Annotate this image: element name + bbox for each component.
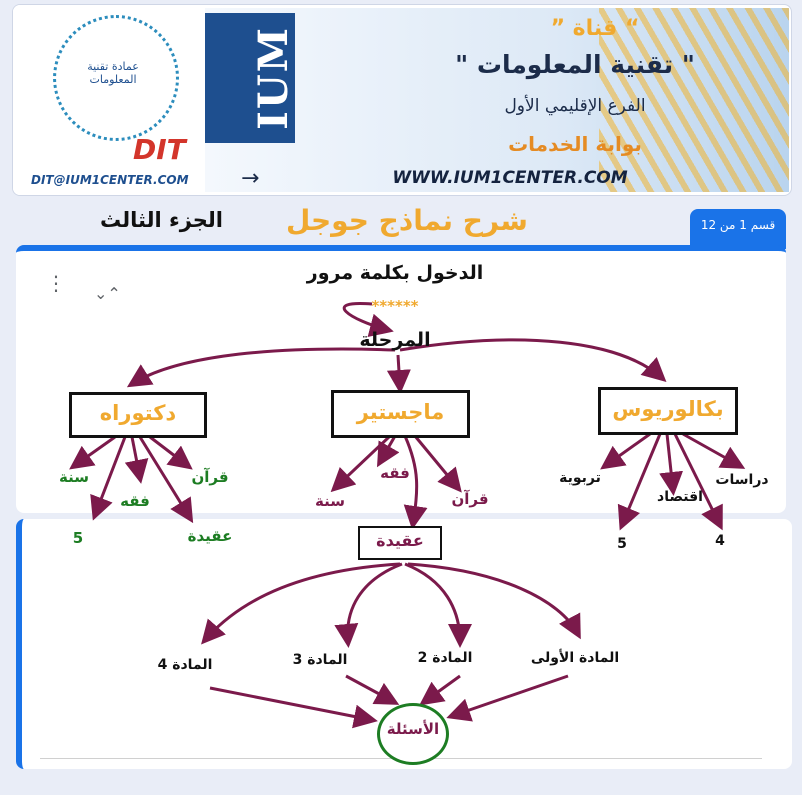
arrow-mas-fiqh	[377, 435, 400, 468]
banner-logo-panel: عمادة تقنية المعلومات DIT DIT@IUM1CENTER…	[13, 5, 205, 195]
bachelor-box	[598, 387, 738, 435]
arrow-doc-fiqh	[90, 436, 127, 521]
master-fiqh: فقه	[380, 464, 410, 482]
arrow-bac-tarbawiya	[600, 432, 651, 470]
subject-1: المادة الأولى	[530, 650, 620, 666]
website-url: WWW.IUM1CENTER.COM	[392, 168, 628, 188]
questions-node: الأسئلة	[386, 720, 440, 738]
bac-count-4: 4	[715, 533, 725, 549]
branch-label: الفرع الإقليمي الأول	[504, 96, 646, 116]
arrow-doc-sunna	[69, 435, 116, 470]
arrow-doc-aqeeda	[138, 436, 194, 524]
arrow-bac-count5	[617, 433, 662, 531]
arrow-password-stage	[342, 301, 394, 338]
arrow-right-icon: →	[241, 166, 260, 191]
arrow-aqeeda-s1	[407, 562, 581, 640]
arrow-mas-quran	[413, 435, 462, 493]
stage-node: المرحلة	[359, 329, 431, 351]
channel-name: " تقنية المعلومات "	[455, 50, 695, 79]
section-label: قسم 1 من 12	[700, 218, 776, 232]
master-quran: قرآن	[451, 490, 489, 508]
arrow-s4-q	[209, 686, 378, 729]
subject-3: المادة 3	[292, 652, 348, 668]
banner-info-panel: IUM “ قناة ” " تقنية المعلومات " الفرع ا…	[205, 8, 789, 192]
doc-fiqh: فقه	[120, 492, 150, 510]
arrow-s2-q	[419, 674, 461, 706]
banner-decoration	[599, 8, 789, 192]
master-sunna: سنة	[315, 492, 345, 510]
arrow-aqeeda-s3	[334, 562, 403, 648]
bac-dirasat: دراسات	[715, 472, 769, 488]
arrow-bac-dirasat	[682, 432, 746, 469]
arrow-aqeeda-s4	[201, 562, 401, 645]
ium-logo-block	[205, 13, 295, 143]
aqeeda-box	[358, 526, 442, 560]
arrow-mas-aqeeda	[403, 435, 428, 530]
master-box	[331, 390, 470, 438]
arrow-s1-q	[446, 674, 569, 722]
bachelor-label: بكالوريوس	[612, 397, 724, 421]
doc-aqeeda: عقيدة	[187, 527, 233, 545]
portal-label: بوابة الخدمات	[508, 132, 642, 156]
arrow-bac-count4	[673, 433, 723, 531]
logo-circle	[53, 15, 179, 141]
bac-count-5: 5	[617, 536, 627, 552]
doc-sunna: سنة	[59, 468, 89, 486]
part-label: الجزء الثالث	[100, 208, 223, 232]
arrow-doc-quran	[149, 435, 193, 470]
subject-4: المادة 4	[157, 657, 213, 673]
banner-email: DIT@IUM1CENTER.COM	[31, 173, 189, 187]
dit-logo: DIT	[133, 133, 186, 166]
page-title: شرح نماذج جوجل	[286, 204, 528, 237]
arrow-doc-fiqh2	[124, 436, 149, 484]
password-node: ******	[371, 297, 419, 315]
doc-count: 5	[72, 529, 84, 547]
arrow-stage-master	[386, 354, 411, 394]
doc-quran: قرآن	[191, 468, 229, 486]
collapse-icon[interactable]: ⌄⌃	[94, 284, 121, 303]
arrow-stage-doctorate	[126, 347, 396, 388]
bac-iqtisad: اقتصاد	[657, 489, 703, 505]
doctorate-box	[69, 392, 207, 438]
login-node: الدخول بكلمة مرور	[306, 262, 484, 284]
master-label: ماجستير	[356, 400, 445, 424]
logo-caption: عمادة تقنية المعلومات	[87, 60, 139, 86]
bac-tarbawiya: تربوية	[559, 470, 601, 486]
questions-circle	[377, 703, 449, 765]
arrow-aqeeda-s2	[404, 562, 472, 648]
arrow-stage-bachelor	[399, 338, 667, 383]
section-tab	[690, 209, 786, 249]
arrow-s3-q	[345, 674, 400, 705]
subject-2: المادة 2	[417, 650, 473, 666]
arrow-bac-iqtisad	[659, 433, 684, 496]
header-banner: عمادة تقنية المعلومات DIT DIT@IUM1CENTER…	[12, 4, 792, 196]
master-aqeeda: عقيدة	[376, 531, 424, 550]
channel-label: “ قناة ”	[550, 16, 640, 41]
doctorate-label: دكتوراه	[99, 401, 177, 425]
